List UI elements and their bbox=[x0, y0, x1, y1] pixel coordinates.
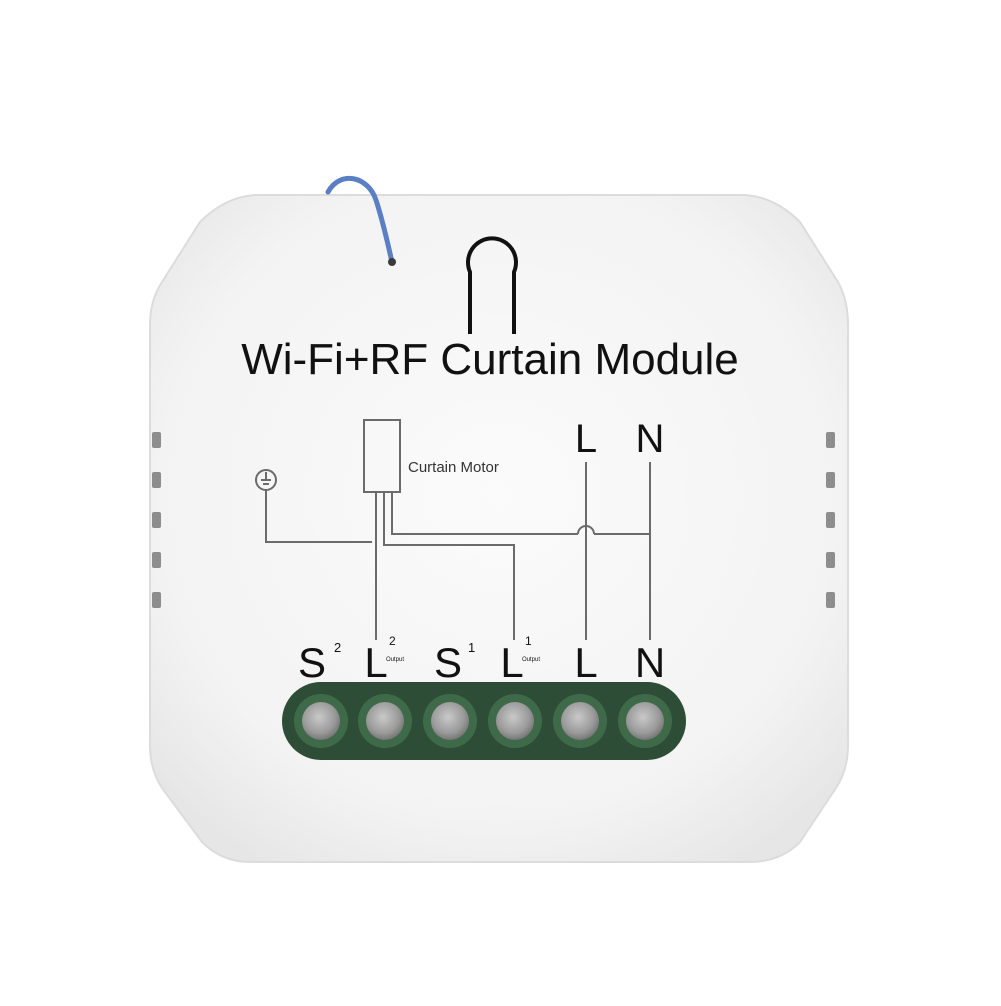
terminal-label-2: L bbox=[364, 639, 387, 686]
curtain-motor-box bbox=[363, 419, 401, 493]
terminal-label-3-sup: 1 bbox=[468, 640, 475, 655]
supply-neutral-label: N bbox=[636, 417, 665, 461]
terminal-labels: S 2 L 2 Output S 1 L 1 Output L N bbox=[298, 634, 665, 686]
right-vent-slots bbox=[826, 432, 835, 608]
terminal-label-2-sub: Output bbox=[386, 657, 404, 663]
terminal-label-4-sup: 1 bbox=[525, 634, 532, 648]
module-title: Wi-Fi+RF Curtain Module bbox=[241, 335, 739, 384]
terminal-label-2-sup: 2 bbox=[389, 634, 396, 648]
terminal-label-3: S bbox=[434, 639, 462, 686]
terminal-label-4: L bbox=[500, 639, 523, 686]
antenna-wire bbox=[325, 175, 395, 265]
wiring-diagram bbox=[255, 419, 651, 640]
terminal-screws bbox=[294, 694, 672, 748]
curtain-motor-label: Curtain Motor bbox=[408, 459, 499, 476]
antenna-entry-point bbox=[388, 258, 396, 266]
terminal-label-5: L bbox=[574, 639, 597, 686]
left-vent-slots bbox=[152, 432, 161, 608]
module-housing bbox=[149, 194, 849, 863]
terminal-label-1-sup: 2 bbox=[334, 640, 341, 655]
reset-button-outline bbox=[466, 236, 518, 334]
terminal-label-1: S bbox=[298, 639, 326, 686]
supply-live-label: L bbox=[575, 417, 597, 461]
terminal-label-4-sub: Output bbox=[522, 657, 540, 663]
terminal-label-6: N bbox=[635, 639, 665, 686]
